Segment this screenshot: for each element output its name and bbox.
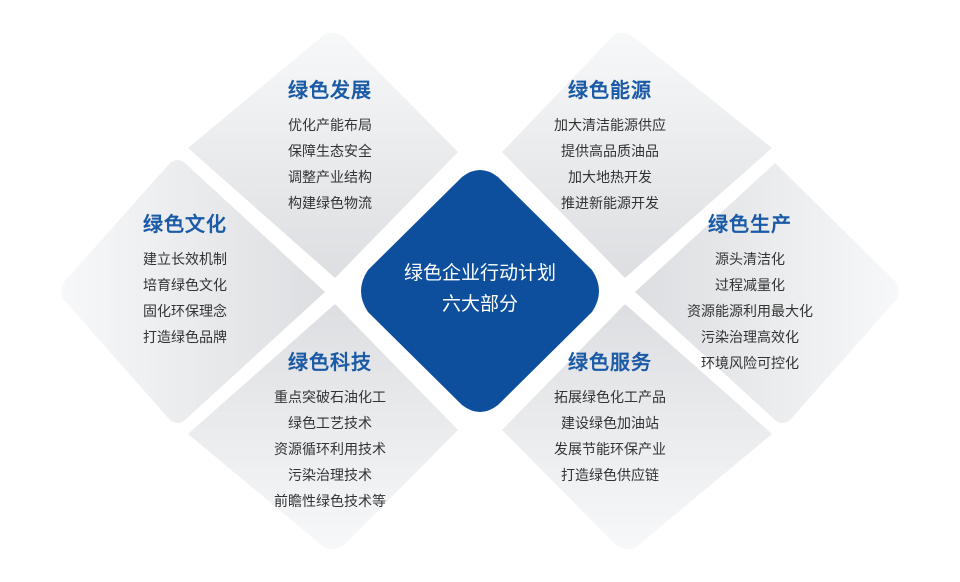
block-title: 绿色服务: [568, 350, 652, 374]
block-item: 培育绿色文化: [143, 278, 227, 294]
block-title: 绿色文化: [143, 212, 227, 236]
block-item: 资源能源利用最大化: [687, 304, 813, 320]
block-production: 绿色生产 源头清洁化 过程减量化 资源能源利用最大化 污染治理高效化 环境风险可…: [655, 208, 845, 377]
block-title: 绿色发展: [288, 78, 372, 102]
center-label-line2: 六大部分: [441, 293, 518, 315]
block-development: 绿色发展 优化产能布局 保障生态安全 调整产业结构 构建绿色物流: [240, 74, 420, 217]
block-item: 源头清洁化: [715, 252, 785, 268]
block-item: 污染治理技术: [288, 468, 372, 484]
tile-development: [188, 32, 458, 278]
block-title: 绿色科技: [288, 350, 372, 374]
block-culture: 绿色文化 建立长效机制 培育绿色文化 固化环保理念 打造绿色品牌: [95, 208, 275, 351]
block-item: 加大地热开发: [568, 170, 652, 186]
block-item: 推进新能源开发: [561, 196, 659, 212]
block-item: 提供高品质油品: [561, 144, 659, 160]
block-item: 加大清洁能源供应: [554, 118, 666, 134]
block-item: 重点突破石油化工: [274, 390, 386, 406]
tile-technology: [188, 304, 458, 550]
tile-production: [635, 163, 899, 423]
block-service: 绿色服务 拓展绿色化工产品 建设绿色加油站 发展节能环保产业 打造绿色供应链: [515, 346, 705, 489]
block-item: 打造绿色品牌: [143, 330, 227, 346]
block-item: 环境风险可控化: [701, 356, 799, 372]
block-item: 资源循环利用技术: [274, 442, 386, 458]
tile-energy: [502, 32, 772, 278]
block-item: 过程减量化: [715, 278, 785, 294]
center-label: 绿色企业行动计划 六大部分: [370, 258, 590, 320]
block-item: 建立长效机制: [143, 252, 227, 268]
tile-culture: [61, 160, 325, 423]
block-title: 绿色能源: [568, 78, 652, 102]
tile-service: [502, 304, 772, 550]
center-diamond: [361, 170, 599, 412]
block-item: 拓展绿色化工产品: [554, 390, 666, 406]
block-title: 绿色生产: [708, 212, 792, 236]
block-item: 污染治理高效化: [701, 330, 799, 346]
block-energy: 绿色能源 加大清洁能源供应 提供高品质油品 加大地热开发 推进新能源开发: [510, 74, 710, 217]
block-item: 绿色工艺技术: [288, 416, 372, 432]
block-item: 前瞻性绿色技术等: [274, 494, 386, 510]
block-item: 保障生态安全: [288, 144, 372, 160]
center-label-line1: 绿色企业行动计划: [403, 262, 556, 284]
block-item: 建设绿色加油站: [561, 416, 659, 432]
block-technology: 绿色科技 重点突破石油化工 绿色工艺技术 资源循环利用技术 污染治理技术 前瞻性…: [235, 346, 425, 515]
block-item: 优化产能布局: [288, 118, 372, 134]
block-item: 调整产业结构: [288, 170, 372, 186]
block-item: 固化环保理念: [143, 304, 227, 320]
block-item: 打造绿色供应链: [561, 468, 659, 484]
block-item: 发展节能环保产业: [554, 442, 666, 458]
block-item: 构建绿色物流: [288, 196, 372, 212]
